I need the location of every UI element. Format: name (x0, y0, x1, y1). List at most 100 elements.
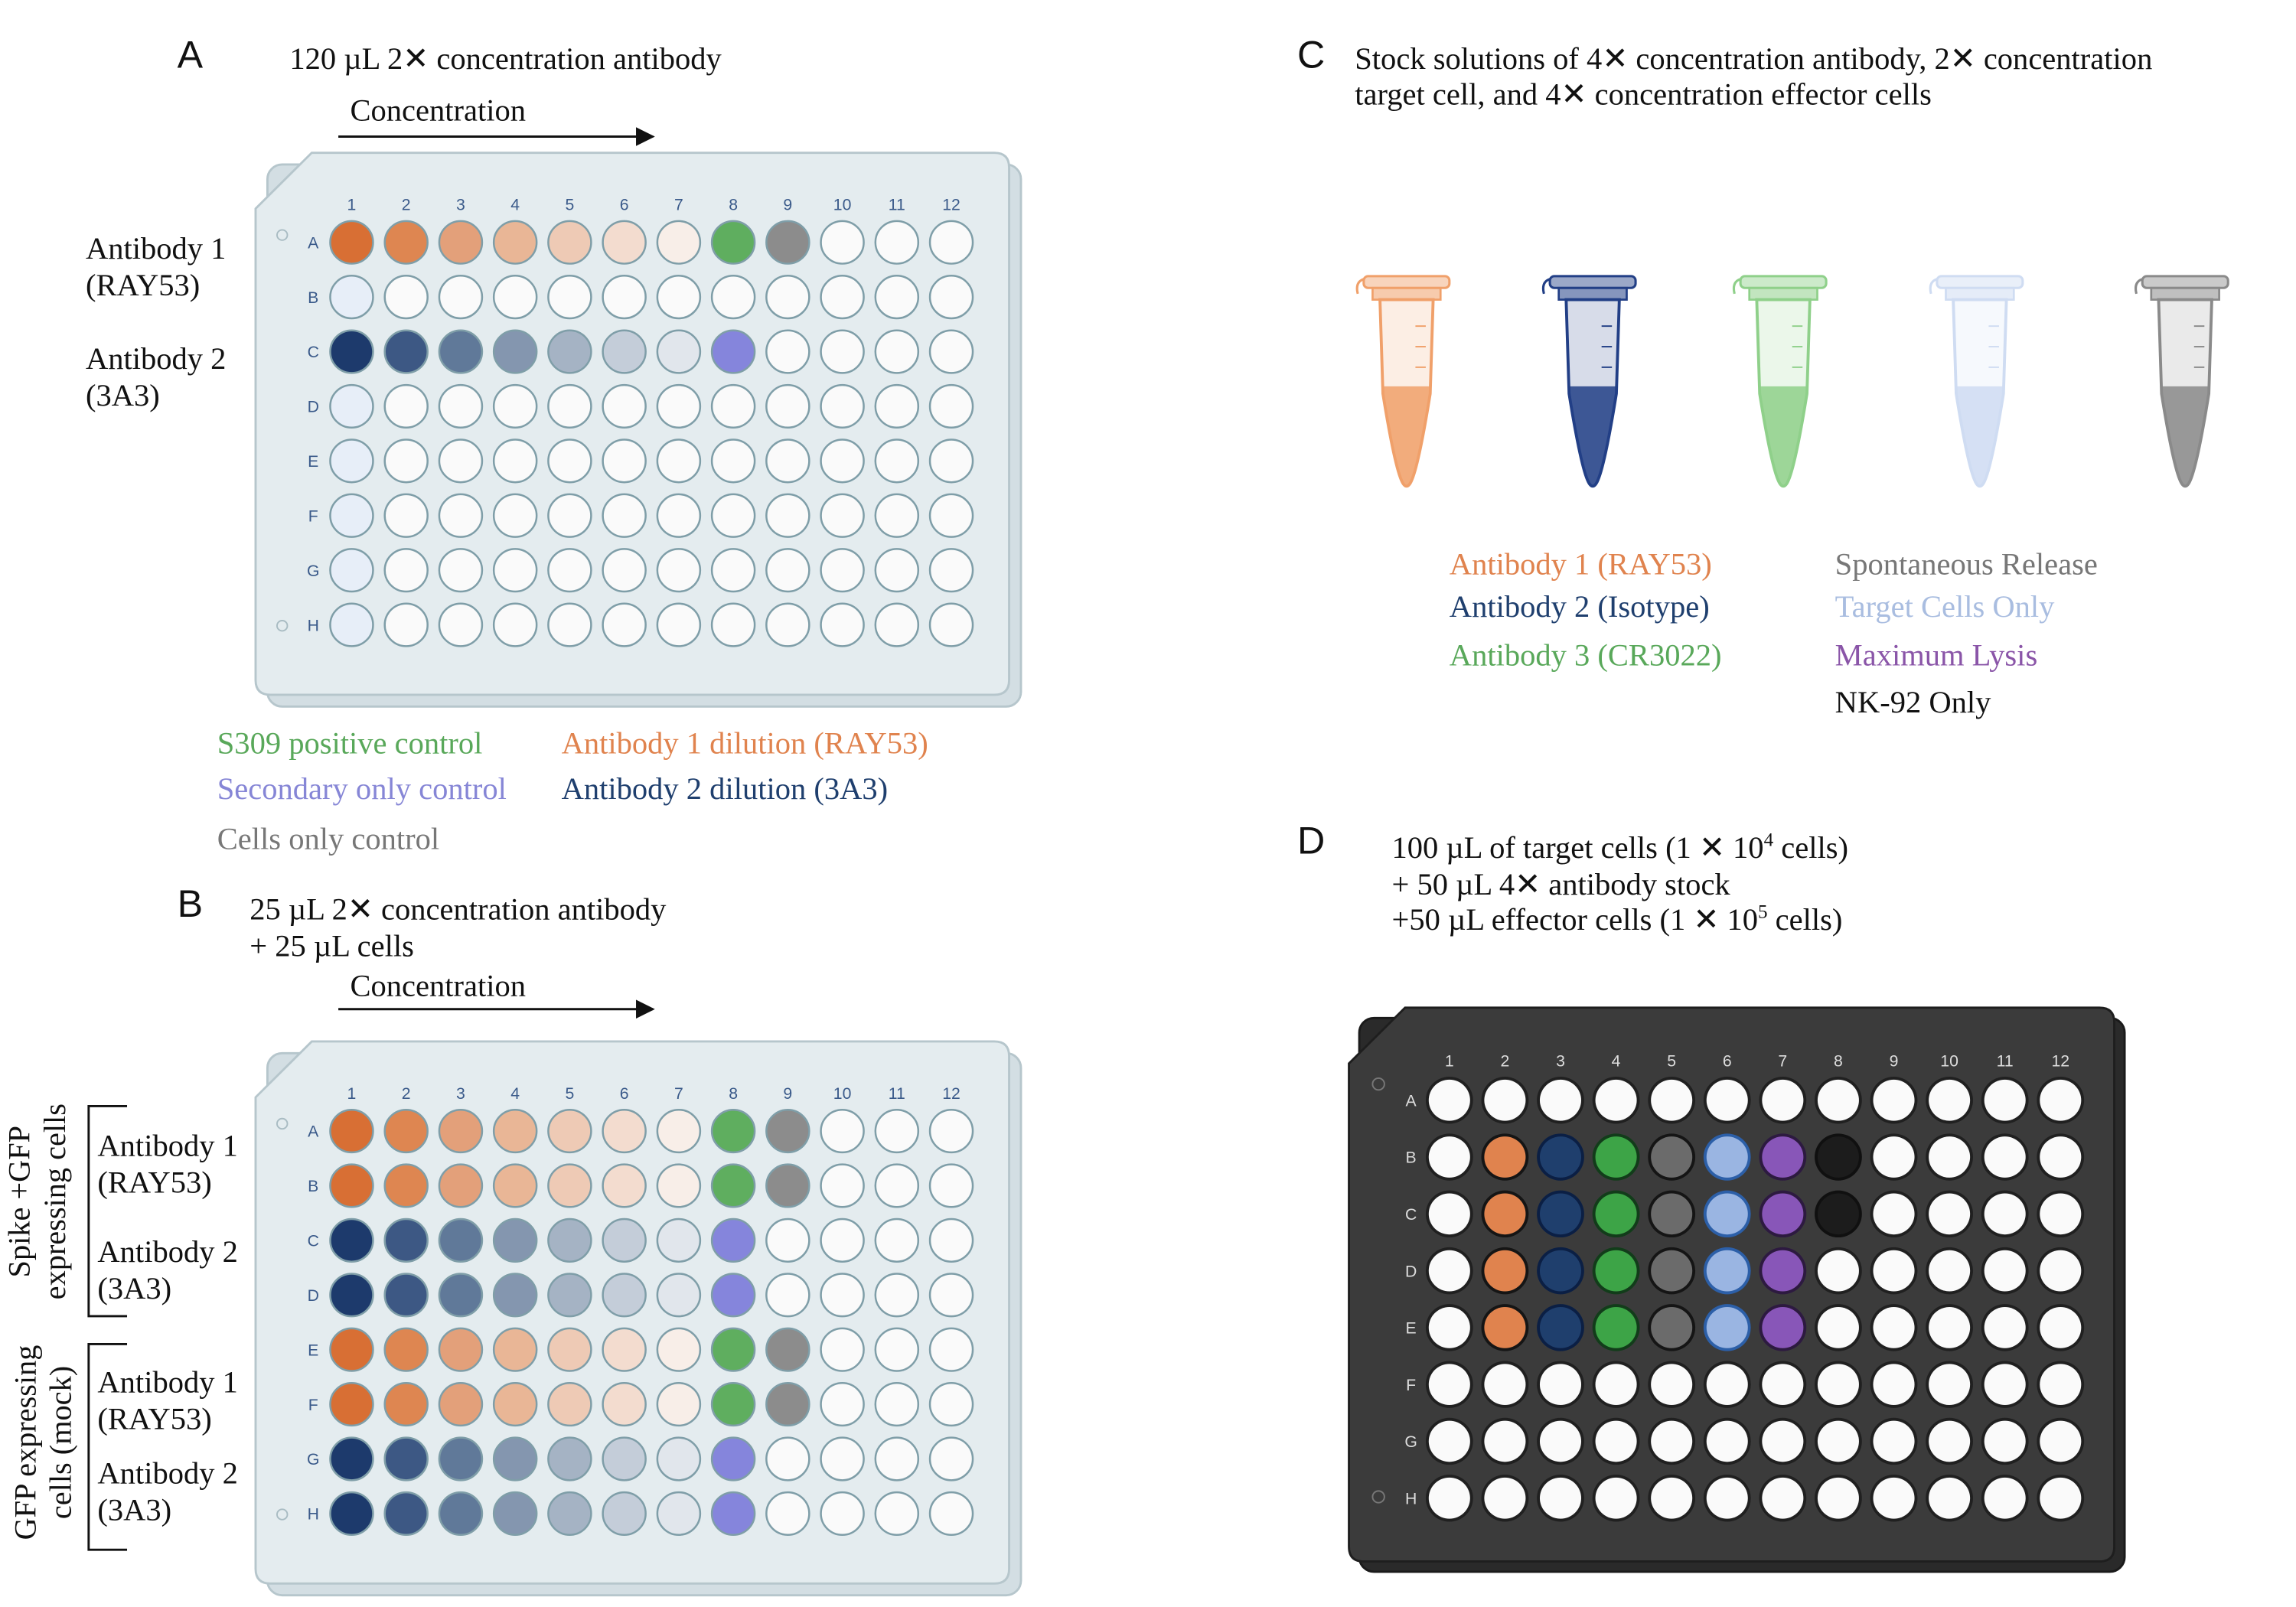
panel-c: C Stock solutions of 4✕ concentration an… (1297, 33, 2229, 719)
column-label: 3 (456, 197, 465, 214)
plate-well (656, 1327, 702, 1372)
plate-well (1539, 1307, 1582, 1348)
plate-well (928, 1327, 974, 1372)
tube-navy (1541, 275, 1637, 488)
plate-well (1539, 1250, 1582, 1292)
plate-well (1984, 1307, 2026, 1348)
plate-well (383, 1382, 429, 1427)
plate-well (1873, 1307, 1915, 1348)
plate-well (383, 1217, 429, 1263)
plate-well (820, 1273, 865, 1318)
plate-well (1484, 1477, 1526, 1519)
plate-well (765, 275, 810, 320)
plate-well (710, 220, 756, 265)
plate-well (1428, 1250, 1470, 1292)
plate-well (383, 1273, 429, 1318)
row-label: D (308, 1287, 319, 1305)
row-label: B (1406, 1149, 1417, 1167)
plate-well (602, 1217, 647, 1263)
plate-well (492, 329, 538, 374)
row-label: G (1404, 1433, 1417, 1451)
panel-d-letter: D (1297, 819, 1325, 862)
tube-rim (1557, 286, 1628, 301)
tube-hinge (1732, 278, 1741, 295)
row-label: E (1406, 1320, 1417, 1338)
plate-well (1873, 1364, 1915, 1406)
column-label: 2 (402, 197, 411, 214)
plate-well (928, 383, 974, 429)
plate-well (438, 1273, 484, 1318)
row-label: H (1405, 1490, 1417, 1508)
column-label: 9 (1890, 1053, 1899, 1071)
plate-well (874, 383, 920, 429)
panel-c-title-line2: target cell, and 4✕ concentration effect… (1355, 77, 1932, 111)
plate-well (1873, 1136, 1915, 1178)
plate-well (1595, 1477, 1637, 1519)
row-label: G (307, 562, 320, 580)
panel-a-row-label-1-line1: Antibody 1 (86, 231, 226, 266)
plate-well (547, 1108, 592, 1154)
plate-well (1817, 1364, 1859, 1406)
plate-well (928, 1436, 974, 1482)
plate-well (1539, 1079, 1582, 1121)
plate-well (820, 602, 865, 647)
plate-well (1817, 1250, 1859, 1292)
plate-well (820, 1436, 865, 1482)
tube-legend-maximum-lysis: Maximum Lysis (1835, 638, 2038, 673)
plate-corner-mark (1371, 1490, 1385, 1504)
column-label: 5 (1667, 1053, 1676, 1071)
tube-orange (1355, 275, 1451, 488)
plate-well (547, 220, 592, 265)
plate-well (383, 1491, 429, 1536)
column-label: 1 (1445, 1053, 1454, 1071)
row-label: C (308, 1233, 319, 1250)
plate-well (492, 1382, 538, 1427)
plate-well (602, 1382, 647, 1427)
plate-well (820, 220, 865, 265)
plate-well (329, 1163, 374, 1208)
plate-well (765, 1163, 810, 1208)
plate-well (656, 438, 702, 484)
plate-well (438, 383, 484, 429)
plate-well (1706, 1307, 1748, 1348)
plate-well (492, 383, 538, 429)
panel-d-line3-end: cells) (1768, 902, 1843, 937)
plate-well (710, 438, 756, 484)
plate-well (329, 1108, 374, 1154)
plate-well (547, 1436, 592, 1482)
plate-well (765, 1327, 810, 1372)
plate-well (710, 1163, 756, 1208)
column-label: 6 (1723, 1053, 1732, 1071)
plate-well (874, 1327, 920, 1372)
plate-well (2040, 1307, 2082, 1348)
row-label: D (1405, 1263, 1417, 1280)
plate-well (874, 1436, 920, 1482)
tube-rim (1748, 286, 1818, 301)
plate-well (1539, 1420, 1582, 1462)
plate-well (928, 220, 974, 265)
column-label: 7 (674, 1085, 683, 1103)
plate-well (1595, 1364, 1637, 1406)
plate-well (1651, 1364, 1693, 1406)
panel-d-line1: 100 µL of target cells (1 ✕ 104 cells) (1392, 830, 1848, 865)
row-label: B (308, 1178, 318, 1195)
plate-well (874, 1382, 920, 1427)
row-label: E (308, 453, 318, 471)
plate-well (438, 493, 484, 538)
plate-well (1929, 1136, 1971, 1178)
plate-well (1595, 1193, 1637, 1235)
plate-well (1873, 1477, 1915, 1519)
plate-well (820, 329, 865, 374)
plate-well (1984, 1079, 2026, 1121)
column-label: 11 (1997, 1053, 2014, 1071)
plate-well (874, 438, 920, 484)
column-label: 4 (510, 197, 520, 214)
row-label: C (1405, 1206, 1417, 1224)
plate-well (492, 1436, 538, 1482)
column-label: 3 (456, 1085, 465, 1103)
plate-well (547, 275, 592, 320)
plate-well (1762, 1079, 1804, 1121)
